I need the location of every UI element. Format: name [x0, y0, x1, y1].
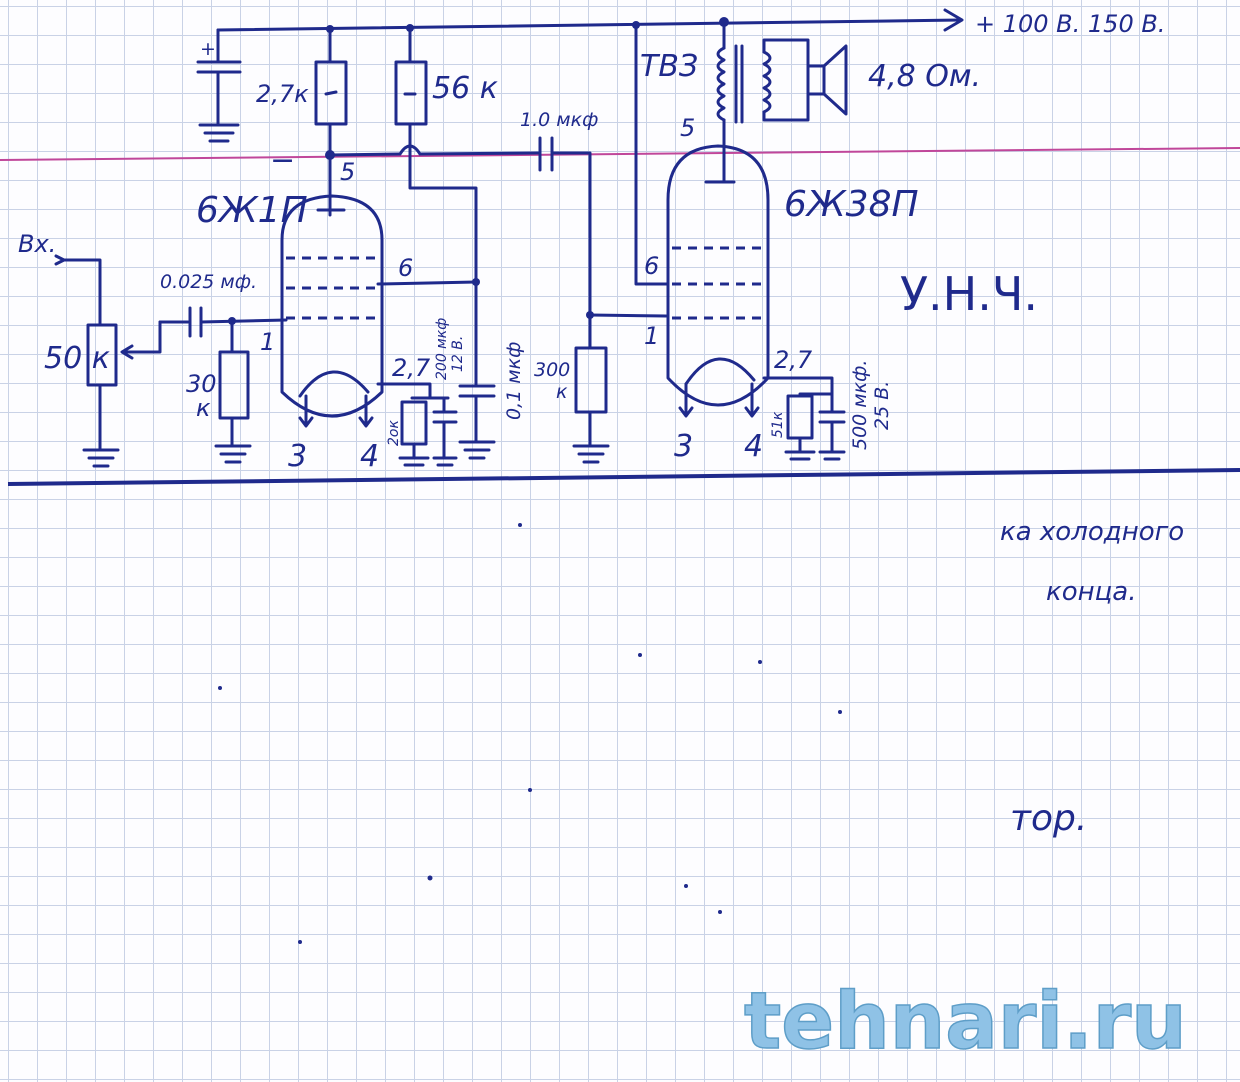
- cathode-resistor-v2-label: 2,7: [774, 346, 813, 374]
- coupling-capacitor: [538, 136, 592, 317]
- anode-resistor-v1: [314, 27, 348, 157]
- watermark-logo: tehnari.ru: [744, 977, 1187, 1067]
- grid-resistor-v1-label-value: 30: [186, 370, 217, 398]
- grid-resistor-v1-label-unit: к: [196, 394, 211, 422]
- margin-line: [0, 147, 1240, 161]
- tube-v1-name: 6Ж1П: [196, 190, 308, 231]
- grid-resistor-v1: [214, 319, 252, 464]
- coupling-capacitor-label: 1.0 мкф: [520, 109, 598, 131]
- ink-specks: [218, 523, 842, 944]
- v1-pin-grid: 1: [260, 328, 275, 356]
- cathode-capacitor-v1-value: 200 мкф: [434, 318, 450, 380]
- tube-v1: [280, 194, 384, 428]
- v1-pin-screen: 6: [398, 254, 413, 282]
- v1-pin-heater-b: 4: [360, 439, 379, 474]
- screen-bypass-v1: [376, 278, 496, 460]
- supply-label: + 100 В. 150 В.: [975, 10, 1165, 38]
- speaker-icon: [806, 44, 848, 116]
- input-potentiometer: [54, 254, 190, 468]
- screen-resistor-v1-label: 56 к: [432, 71, 498, 106]
- speaker-label: 4,8 Ом.: [868, 59, 981, 94]
- cathode-resistor-v1-label: 2,7: [392, 354, 431, 382]
- screen-feed-v2: [634, 23, 670, 286]
- cathode-capacitor-v2-voltage: 25 В.: [871, 381, 893, 430]
- tube-v2-name: 6Ж38П: [784, 184, 919, 225]
- screen-resistor-v1: [394, 26, 478, 284]
- anode-resistor-v1-label: 2,7к: [256, 80, 309, 108]
- grid-network-v2: [572, 311, 668, 464]
- bottom-rule-line: [7, 468, 1240, 486]
- screen-capacitor-v1-label: 0,1 мкф: [503, 342, 525, 420]
- note-line-1: ка холодного: [1000, 517, 1184, 547]
- minus-sign: −: [270, 143, 295, 178]
- v1-pin-heater-a: 3: [288, 439, 307, 474]
- v2-pin-screen: 6: [644, 252, 659, 280]
- v2-pin-grid: 1: [644, 322, 659, 350]
- v2-pin-heater-b: 4: [744, 429, 763, 464]
- grid-resistor-v2-label-value: 300: [534, 359, 570, 381]
- v2-pin-anode: 5: [680, 114, 695, 142]
- input-capacitor: [188, 306, 288, 338]
- grid-resistor-v2-label-unit: к: [556, 381, 568, 403]
- supply-capacitor: [196, 28, 242, 143]
- anode-node-v1: [325, 144, 540, 217]
- supply-rail: [216, 8, 964, 33]
- plus-sign: +: [200, 38, 216, 60]
- output-transformer: [716, 20, 810, 184]
- v2-pin-heater-a: 3: [674, 429, 693, 464]
- transformer-label: ТВЗ: [640, 49, 698, 84]
- cathode-network-v1: [376, 382, 458, 467]
- note-line-2: конца.: [1046, 577, 1137, 607]
- cathode-network-v2: [762, 376, 846, 461]
- cathode-resistor-v1-value: 2ок: [386, 420, 402, 446]
- potentiometer-label: 50 к: [44, 341, 110, 376]
- cathode-resistor-v2-value: 51к: [770, 411, 786, 438]
- v1-pin-anode: 5: [340, 158, 355, 186]
- cathode-capacitor-v1-voltage: 12 В.: [450, 336, 466, 372]
- note-line-3: тор.: [1010, 798, 1087, 839]
- input-label: Вх.: [18, 230, 56, 258]
- tube-v2: [666, 144, 770, 418]
- input-capacitor-label: 0.025 мф.: [160, 271, 257, 293]
- cathode-capacitor-v2-value: 500 мкф.: [849, 360, 871, 450]
- diagram-title: У.Н.Ч.: [900, 267, 1038, 321]
